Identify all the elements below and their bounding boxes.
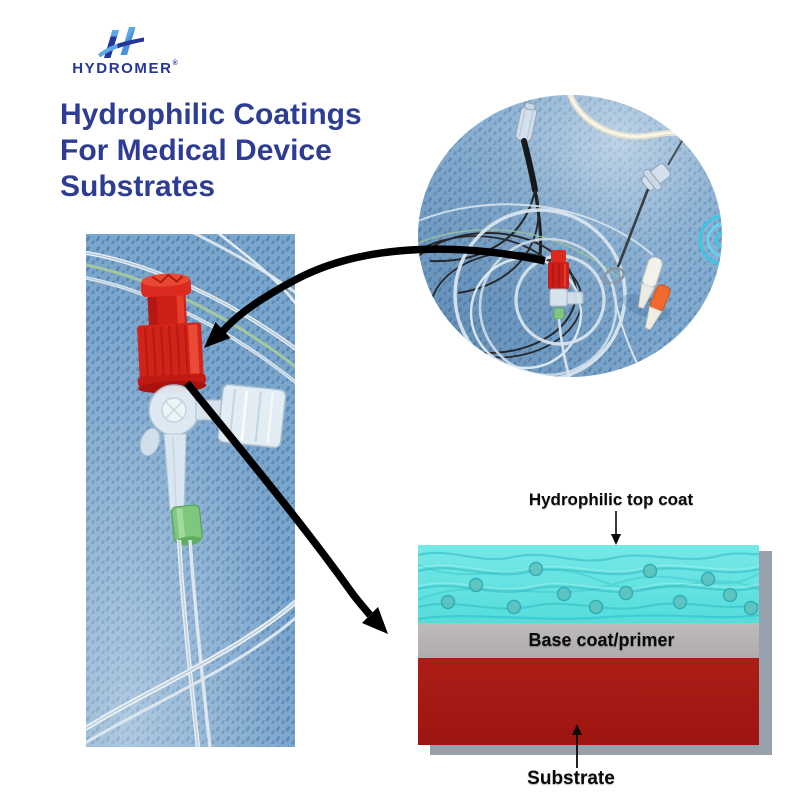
layer-base-coat [418,623,759,658]
cyan-coil [698,214,722,266]
hydromer-logo: HYDROMER® [40,10,210,90]
layer-substrate [418,658,759,745]
photo-medical-devices-circle [418,95,722,377]
clear-tubing-loop [86,599,295,745]
guidewire-introducer [603,116,697,374]
title-line-3: Substrates [60,170,216,203]
brand-wordmark: HYDROMER® [40,60,210,77]
small-down-arrow-icon [611,511,621,545]
luer-caps [621,256,671,331]
small-up-arrow-icon [572,724,582,768]
top-coat-label: Hydrophilic top coat [528,490,694,509]
polymer-fiber-texture [418,551,759,621]
title-line-1: Hydrophilic Coatings [60,98,362,131]
registered-mark: ® [172,60,178,67]
red-stopcock-small [548,250,584,377]
substrate-label: Substrate [527,768,615,789]
photo-stopcock-closeup [86,234,295,747]
brand-name: HYDROMER [72,60,173,77]
title-line-2: For Medical Device [60,134,332,167]
base-coat-label: Base coat/primer [528,630,675,650]
hydromer-logo-mark-icon [98,27,144,58]
page-title: Hydrophilic Coatings For Medical Device … [60,97,420,205]
layer-hydrophilic-top-coat [418,545,759,623]
